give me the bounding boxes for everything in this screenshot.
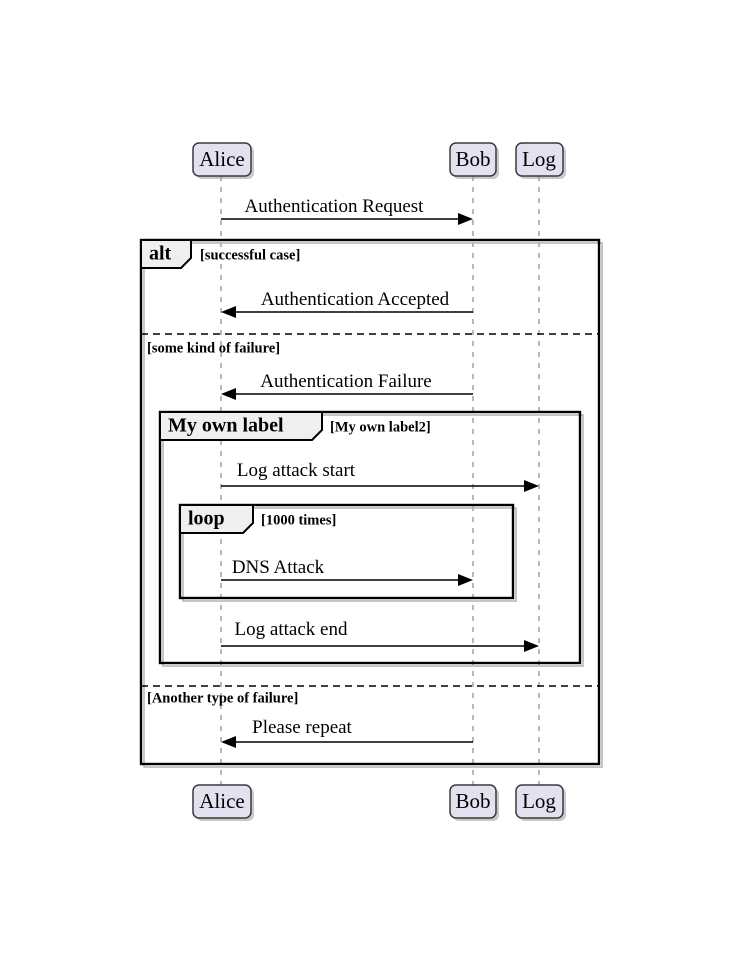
fragment-my-own-label-tab <box>159 411 323 441</box>
fragment-loop-guard: [1000 times] <box>261 512 336 528</box>
message-label: Please repeat <box>252 717 352 738</box>
message-arrowhead <box>524 480 539 492</box>
fragment-alt-shadow <box>143 242 603 768</box>
participant-label: Alice <box>199 789 244 813</box>
message-arrowhead <box>524 640 539 652</box>
fragment-alt-guard-2: [some kind of failure] <box>147 340 280 356</box>
message-arrowhead <box>221 306 236 318</box>
message-arrowhead <box>221 736 236 748</box>
fragment-my-own-label-border <box>158 410 582 665</box>
message-please-repeat: Please repeat <box>221 717 473 748</box>
participant-bob-bottom[interactable]: Bob <box>449 784 499 821</box>
participant-log-top[interactable]: Log <box>515 142 566 179</box>
message-label: Authentication Failure <box>260 371 431 392</box>
participant-alice-top[interactable]: Alice <box>192 142 254 179</box>
fragment-alt-border <box>139 238 601 766</box>
message-label: Authentication Request <box>245 196 425 217</box>
participant-box[interactable] <box>449 142 497 177</box>
message-dns-attack: DNS Attack <box>221 557 473 586</box>
participant-label: Bob <box>455 789 490 813</box>
fragment-loop-tab <box>179 504 254 534</box>
fragment-alt-operator: alt <box>149 243 172 265</box>
participant-box[interactable] <box>192 784 252 819</box>
participant-alice-bottom[interactable]: Alice <box>192 784 254 821</box>
participant-label: Log <box>522 789 556 813</box>
lifelines-group <box>220 176 540 785</box>
message-authentication-failure: Authentication Failure <box>221 371 473 400</box>
fragment-alt-guard-1: [successful case] <box>200 247 300 263</box>
message-arrowhead <box>458 574 473 586</box>
fragment-loop-border <box>178 503 515 600</box>
fragment-my-own-label-shadow <box>162 414 584 667</box>
fragment-my-own-label-guard: [My own label2] <box>330 419 431 435</box>
participant-label: Alice <box>199 147 244 171</box>
fragment-loop-shadow <box>182 507 517 602</box>
participant-label: Log <box>522 147 556 171</box>
messages-group: Authentication Request Authentication Ac… <box>221 196 539 748</box>
fragment-alt-tab <box>140 239 192 269</box>
fragment-alt-guard-3: [Another type of failure] <box>147 690 298 706</box>
participant-box[interactable] <box>449 784 497 819</box>
message-arrowhead <box>221 388 236 400</box>
fragment-alt: alt [successful case] [some kind of fail… <box>139 238 603 768</box>
message-log-attack-start: Log attack start <box>221 460 539 492</box>
participants-top: Alice Bob Log <box>192 142 566 179</box>
participant-box[interactable] <box>192 142 252 177</box>
message-arrowhead <box>458 213 473 225</box>
message-log-attack-end: Log attack end <box>221 619 539 652</box>
participant-bob-top[interactable]: Bob <box>449 142 499 179</box>
participant-label: Bob <box>455 147 490 171</box>
participants-bottom: Alice Bob Log <box>192 784 566 821</box>
fragment-my-own-label: My own label [My own label2] <box>158 410 584 667</box>
participant-box[interactable] <box>515 142 564 177</box>
message-label: Authentication Accepted <box>261 289 450 310</box>
message-authentication-request: Authentication Request <box>221 196 473 225</box>
fragment-my-own-label-operator: My own label <box>168 415 284 437</box>
fragment-loop: loop [1000 times] <box>178 503 517 602</box>
fragment-loop-operator: loop <box>188 508 225 530</box>
message-authentication-accepted: Authentication Accepted <box>221 289 473 318</box>
message-label: Log attack end <box>235 619 348 640</box>
message-label: Log attack start <box>237 460 356 481</box>
participant-log-bottom[interactable]: Log <box>515 784 566 821</box>
message-label: DNS Attack <box>232 557 325 578</box>
participant-box[interactable] <box>515 784 564 819</box>
